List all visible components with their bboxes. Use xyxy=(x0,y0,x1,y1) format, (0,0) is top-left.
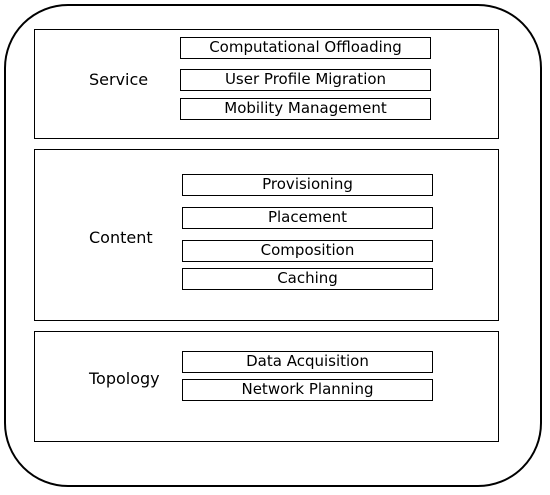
item-mobility-management: Mobility Management xyxy=(180,98,431,120)
item-network-planning: Network Planning xyxy=(182,379,433,401)
item-placement: Placement xyxy=(182,207,433,229)
item-computational-offloading: Computational Offloading xyxy=(180,37,431,59)
item-caching: Caching xyxy=(182,268,433,290)
item-composition: Composition xyxy=(182,240,433,262)
item-data-acquisition: Data Acquisition xyxy=(182,351,433,373)
layer-label-content: Content xyxy=(89,228,153,247)
item-provisioning: Provisioning xyxy=(182,174,433,196)
layer-label-topology: Topology xyxy=(89,369,160,388)
layer-label-service: Service xyxy=(89,70,149,89)
item-user-profile-migration: User Profile Migration xyxy=(180,69,431,91)
outer-frame xyxy=(4,4,542,487)
